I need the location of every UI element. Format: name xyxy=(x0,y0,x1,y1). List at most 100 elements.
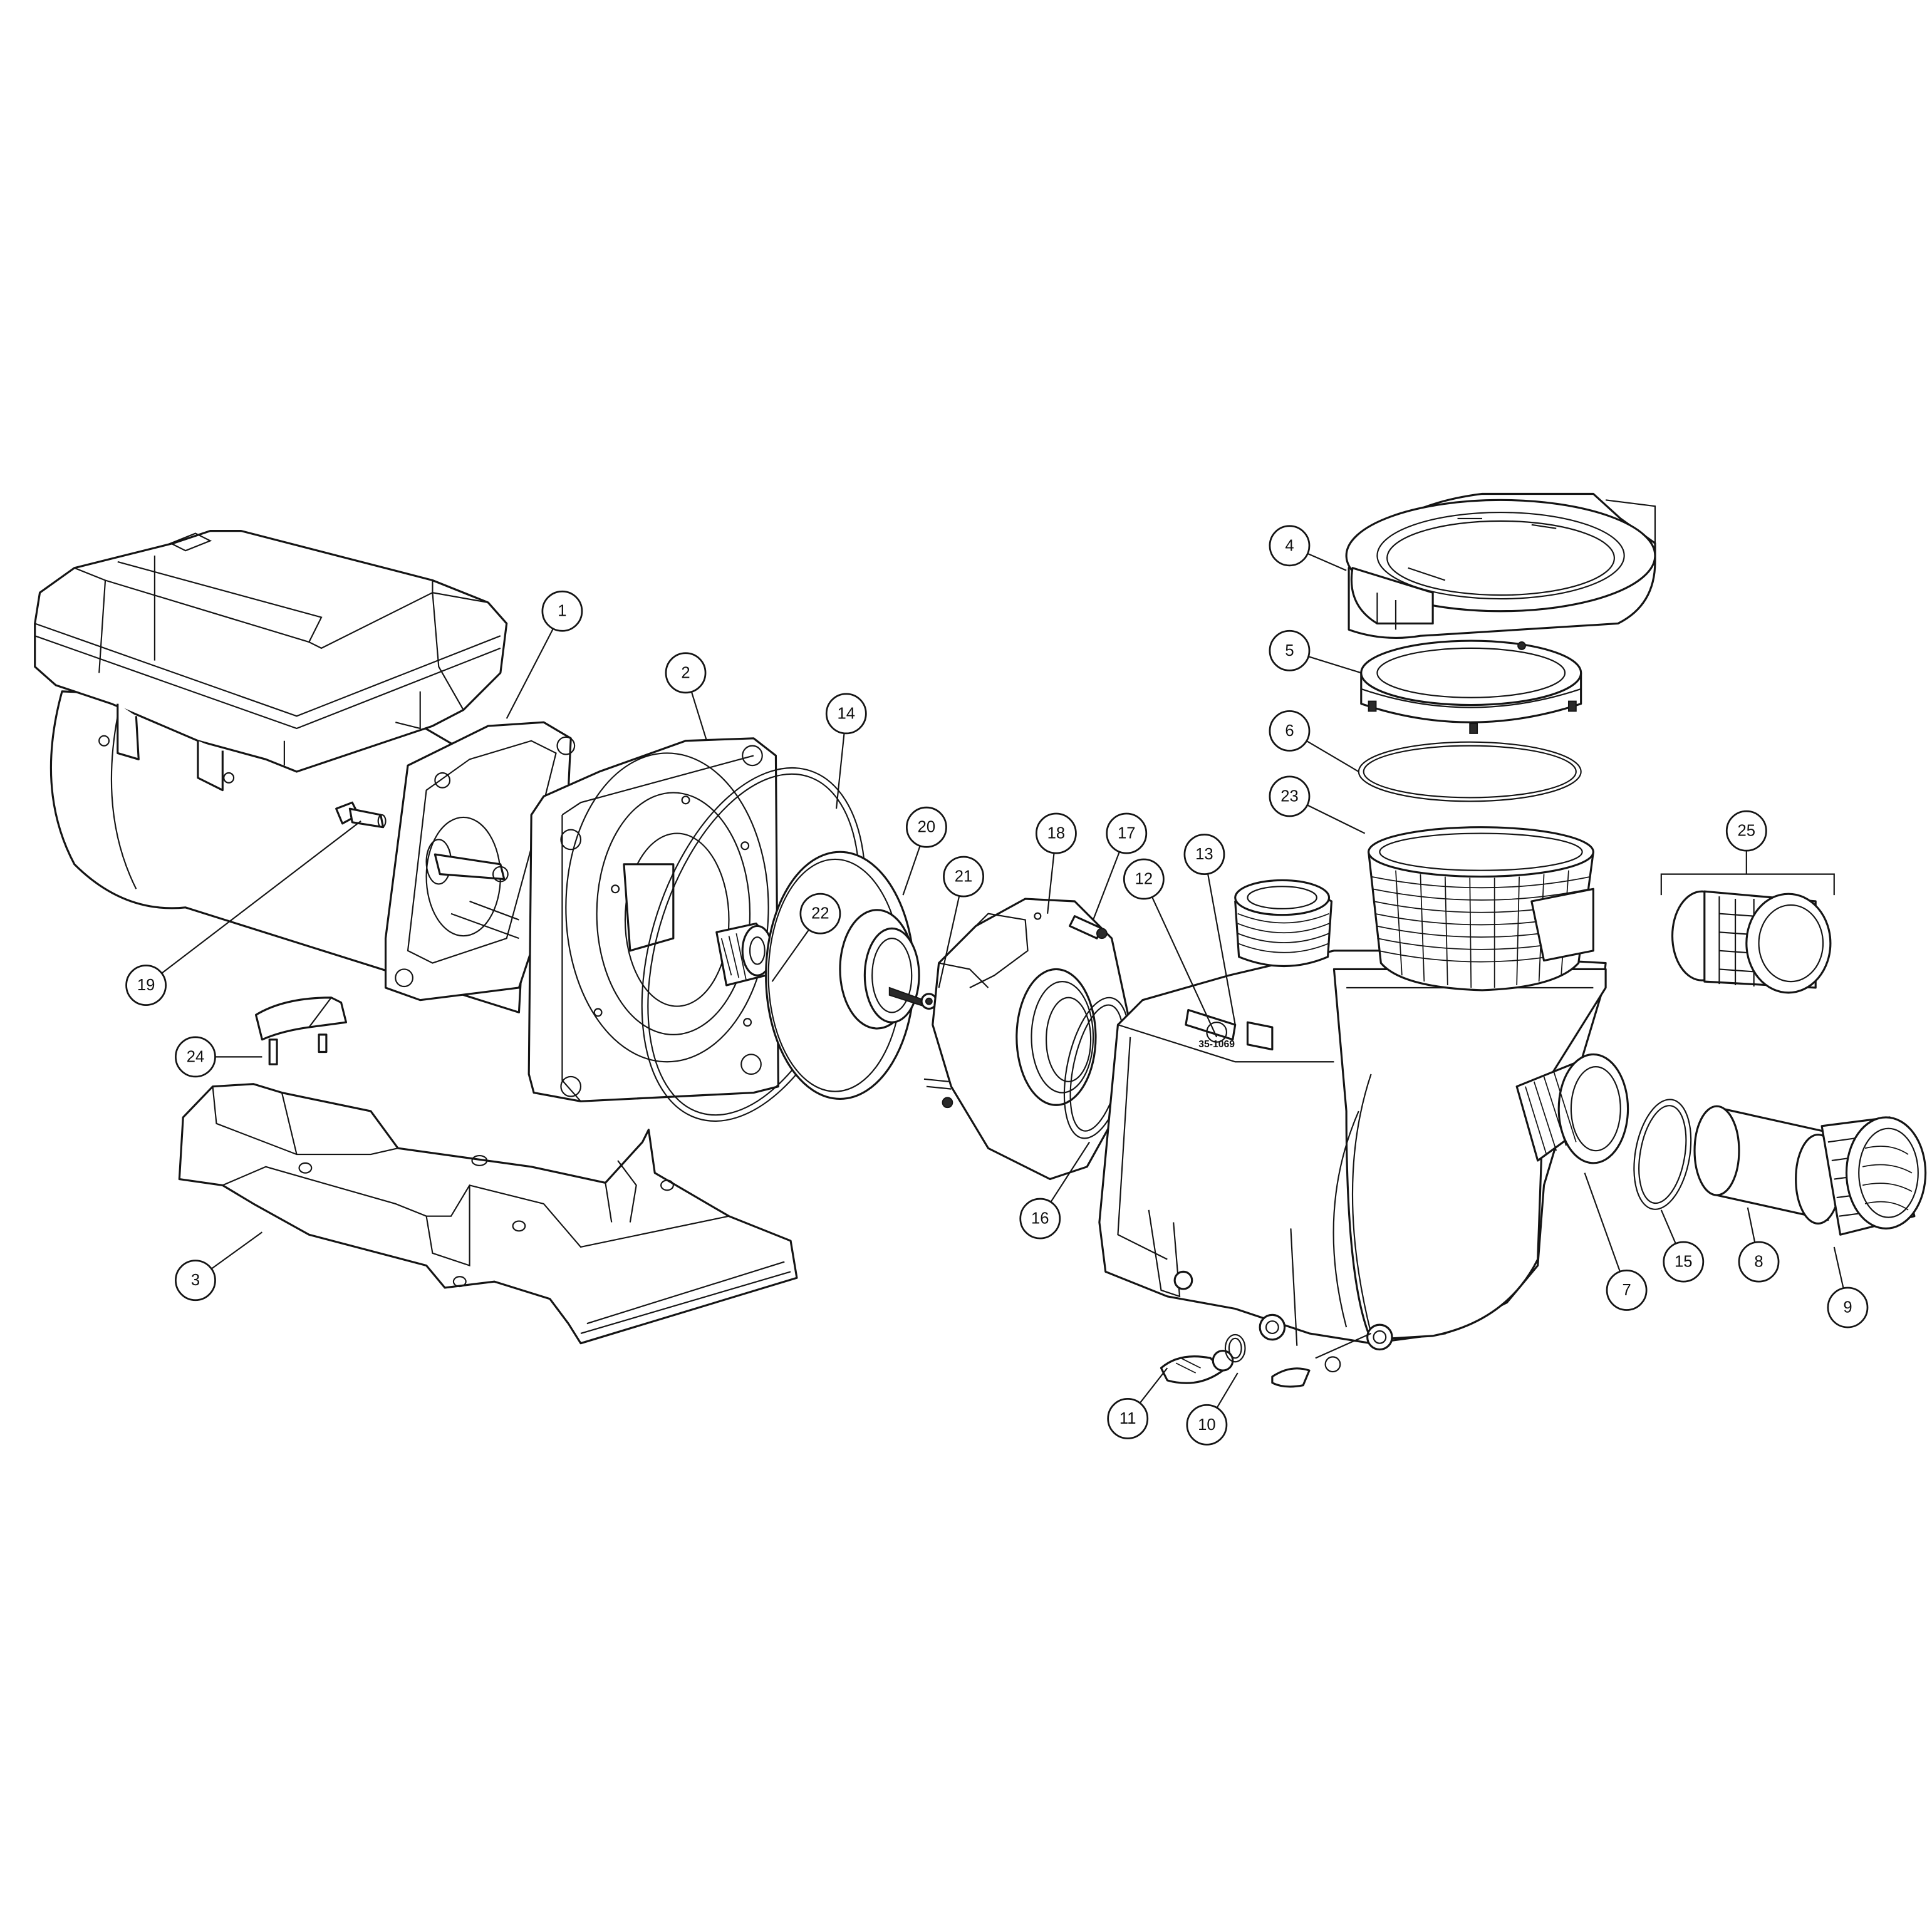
callout-12: 12 xyxy=(1123,858,1165,900)
callout-circle xyxy=(125,965,167,1006)
drain-plug-part xyxy=(1160,1349,1234,1384)
callout-number: 9 xyxy=(1843,1299,1852,1317)
callout-23: 23 xyxy=(1269,775,1311,817)
callout-10: 10 xyxy=(1186,1404,1228,1446)
callout-number: 24 xyxy=(187,1048,205,1065)
callout-number: 19 xyxy=(137,976,155,994)
leader-line-10 xyxy=(1216,1372,1239,1409)
callout-circle xyxy=(175,1260,216,1302)
callout-circle xyxy=(1827,1286,1869,1328)
callout-9: 9 xyxy=(1827,1286,1869,1328)
callout-number: 6 xyxy=(1285,722,1294,740)
callout-number: 10 xyxy=(1198,1416,1216,1434)
callout-number: 16 xyxy=(1031,1210,1049,1228)
callout-number: 1 xyxy=(558,603,566,620)
callout-21: 21 xyxy=(943,856,984,898)
callout-4: 4 xyxy=(1269,525,1311,567)
leader-line-22 xyxy=(771,929,810,982)
callout-number: 3 xyxy=(191,1271,200,1289)
leader-line-18 xyxy=(1047,852,1055,914)
leader-line-16 xyxy=(1050,1141,1091,1203)
motor-base-part xyxy=(178,1083,798,1345)
callout-number: 11 xyxy=(1119,1410,1136,1427)
callout-circle xyxy=(1606,1270,1648,1311)
housing-stamp: 35-1069 xyxy=(1198,1039,1235,1050)
leader-line-14 xyxy=(835,733,845,809)
callout-number: 15 xyxy=(1675,1253,1693,1271)
callout-3: 3 xyxy=(175,1260,216,1302)
callout-number: 14 xyxy=(838,705,856,722)
union-tailpiece-part xyxy=(1693,1105,1842,1225)
leader-lines xyxy=(161,552,1844,1409)
callout-circle xyxy=(1107,1398,1149,1439)
callout-16: 16 xyxy=(1019,1198,1061,1240)
diffuser-part xyxy=(923,898,1131,1181)
callout-circle xyxy=(1123,858,1165,900)
callout-number: 21 xyxy=(955,868,973,886)
callout-13: 13 xyxy=(1183,834,1225,876)
leader-line-23 xyxy=(1307,804,1366,834)
callout-circle xyxy=(1725,810,1767,852)
union-kit-part xyxy=(1671,890,1832,994)
callout-6: 6 xyxy=(1269,710,1311,752)
callout-circle xyxy=(1019,1198,1061,1240)
leader-line-12 xyxy=(1151,896,1218,1038)
lid-oring-part xyxy=(1358,741,1582,802)
callout-number: 17 xyxy=(1118,825,1136,842)
drain-oring-part xyxy=(1224,1333,1246,1363)
callout-number: 23 xyxy=(1280,787,1299,805)
callout-number: 13 xyxy=(1195,846,1213,863)
leader-line-15 xyxy=(1660,1209,1676,1245)
callout-circle xyxy=(1269,710,1311,752)
callout-circle xyxy=(943,856,984,898)
callout-7: 7 xyxy=(1606,1270,1648,1311)
callout-labels: 1234567891011121314151617181920212223242… xyxy=(125,525,1869,1446)
impeller-part xyxy=(765,851,925,1100)
callout-22: 22 xyxy=(799,893,841,934)
callout-number: 22 xyxy=(811,905,829,923)
pump-housing-part: 35-1069 xyxy=(1098,879,1629,1388)
callout-14: 14 xyxy=(825,693,867,735)
shaft-seal-part xyxy=(715,922,774,986)
callout-18: 18 xyxy=(1035,812,1077,854)
lid-clamp-ring-part xyxy=(1345,492,1656,639)
callout-24: 24 xyxy=(175,1036,216,1078)
strainer-basket-part xyxy=(1368,826,1594,991)
callout-circle xyxy=(541,590,583,632)
leader-line-13 xyxy=(1207,873,1236,1025)
leader-line-19 xyxy=(161,821,361,974)
callout-number: 8 xyxy=(1754,1253,1763,1271)
callout-circle xyxy=(825,693,867,735)
leader-line-3 xyxy=(210,1231,263,1270)
diffuser-screw-part xyxy=(1069,915,1108,940)
union-kit-bracket xyxy=(1660,849,1835,896)
callout-15: 15 xyxy=(1663,1241,1705,1283)
callout-8: 8 xyxy=(1738,1241,1780,1283)
callout-circle xyxy=(906,806,947,848)
callout-number: 18 xyxy=(1047,825,1066,842)
callout-number: 2 xyxy=(681,664,690,681)
callout-circle xyxy=(665,652,707,694)
callout-circle xyxy=(1183,834,1225,876)
callout-11: 11 xyxy=(1107,1398,1149,1439)
callout-circle xyxy=(1269,525,1311,567)
callout-5: 5 xyxy=(1269,629,1311,671)
leader-line-8 xyxy=(1747,1207,1756,1243)
leader-line-17 xyxy=(1093,851,1120,920)
seal-plate-part xyxy=(527,737,779,1102)
callout-number: 4 xyxy=(1285,537,1294,554)
strainer-lid-part xyxy=(1360,639,1582,734)
leader-line-20 xyxy=(902,846,921,896)
callout-circle xyxy=(1186,1404,1228,1446)
leader-line-2 xyxy=(690,691,708,742)
motor-part xyxy=(34,530,576,1013)
callout-circle xyxy=(1035,812,1077,854)
leader-line-9 xyxy=(1833,1246,1844,1288)
callout-circle xyxy=(1738,1241,1780,1283)
leader-line-7 xyxy=(1584,1173,1621,1272)
leader-line-11 xyxy=(1139,1367,1168,1404)
leader-line-1 xyxy=(506,628,554,719)
callout-circle xyxy=(175,1036,216,1078)
leader-line-21 xyxy=(938,896,960,988)
